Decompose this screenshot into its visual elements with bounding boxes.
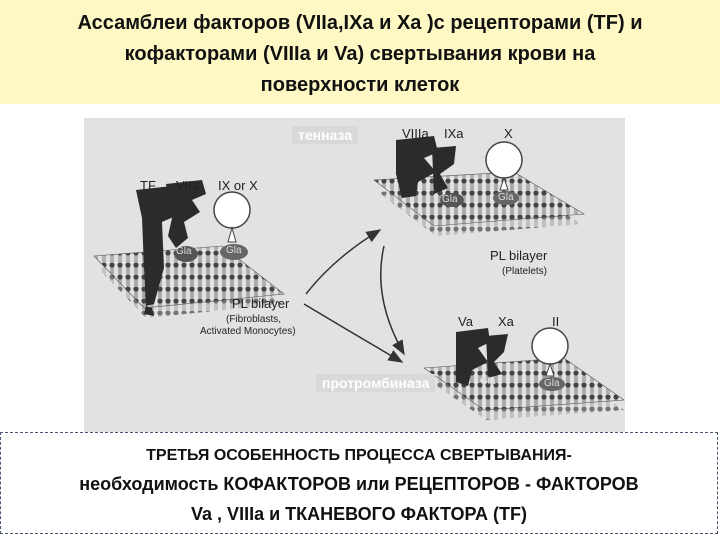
factor-x [485, 141, 523, 205]
tenase-label: тенназа [292, 126, 359, 144]
cells-label-2: (Platelets) [502, 266, 548, 277]
factor-ix-or-x [213, 191, 251, 260]
cells-label-1a: (Fibroblasts, [226, 314, 282, 325]
conclusion-line-1: ТРЕТЬЯ ОСОБЕННОСТЬ ПРОЦЕССА СВЕРТЫВАНИЯ- [146, 447, 572, 464]
factor-xa [486, 334, 508, 378]
conclusion-box: ТРЕТЬЯ ОСОБЕННОСТЬ ПРОЦЕССА СВЕРТЫВАНИЯ-… [0, 432, 718, 534]
cells-label-1b: Activated Monocytes) [200, 326, 296, 337]
label-ixa: IXa [444, 126, 464, 141]
title-banner: Ассамблеи факторов (VIIa,IXa и Xa )с рец… [0, 0, 720, 104]
label-ix-or-x: IX or X [218, 178, 258, 193]
gla-left-1: Gla [176, 246, 192, 257]
gla-left-2: Gla [442, 194, 458, 205]
tf-receptor [136, 186, 180, 316]
membrane-top-right [373, 171, 585, 236]
conclusion-line-2: необходимость КОФАКТОРОВ или РЕЦЕПТОРОВ … [79, 474, 639, 494]
gla-right-2: Gla [498, 192, 514, 203]
factor-ixa [432, 146, 464, 207]
factor-viiia [396, 136, 438, 198]
arrow-to-prothrombinase-left [303, 303, 404, 363]
label-xa: Xa [498, 314, 514, 329]
factor-va [456, 328, 490, 386]
factor-viia [166, 180, 206, 262]
coagulation-complexes-figure: TF VIIa IX or X Gla Gla PL bilayer (Fibr… [84, 118, 625, 436]
membrane-left [93, 245, 285, 318]
label-viiia: VIIIa [402, 126, 429, 141]
title-line-3: поверхности клеток [260, 74, 460, 96]
label-va: Va [458, 314, 473, 329]
arrow-to-tenase [305, 229, 382, 295]
arrow-to-prothrombinase-top [379, 245, 405, 356]
bilayer-label-1: PL bilayer [232, 296, 290, 311]
gla-right-1: Gla [226, 245, 242, 256]
figure-drawing [93, 136, 625, 420]
gla-left-3: Gla [480, 376, 496, 387]
conclusion-line-3: Va , VIIIa и ТКАНЕВОГО ФАКТОРА (TF) [191, 504, 527, 524]
factor-ii [531, 327, 569, 391]
title-line-1: Ассамблеи факторов (VIIa,IXa и Xa )с рец… [77, 12, 643, 34]
label-viia: VIIa [176, 178, 200, 193]
title-line-2: кофакторами (VIIIa и Va) свертывания кро… [124, 43, 596, 65]
label-x: X [504, 126, 513, 141]
prothrombinase-label: протромбиназа [316, 374, 436, 392]
membrane-bottom-right [423, 357, 625, 420]
bilayer-label-2: PL bilayer [490, 248, 548, 263]
label-ii: II [552, 314, 560, 329]
gla-right-3: Gla [544, 378, 560, 389]
label-tf: TF [140, 178, 156, 193]
